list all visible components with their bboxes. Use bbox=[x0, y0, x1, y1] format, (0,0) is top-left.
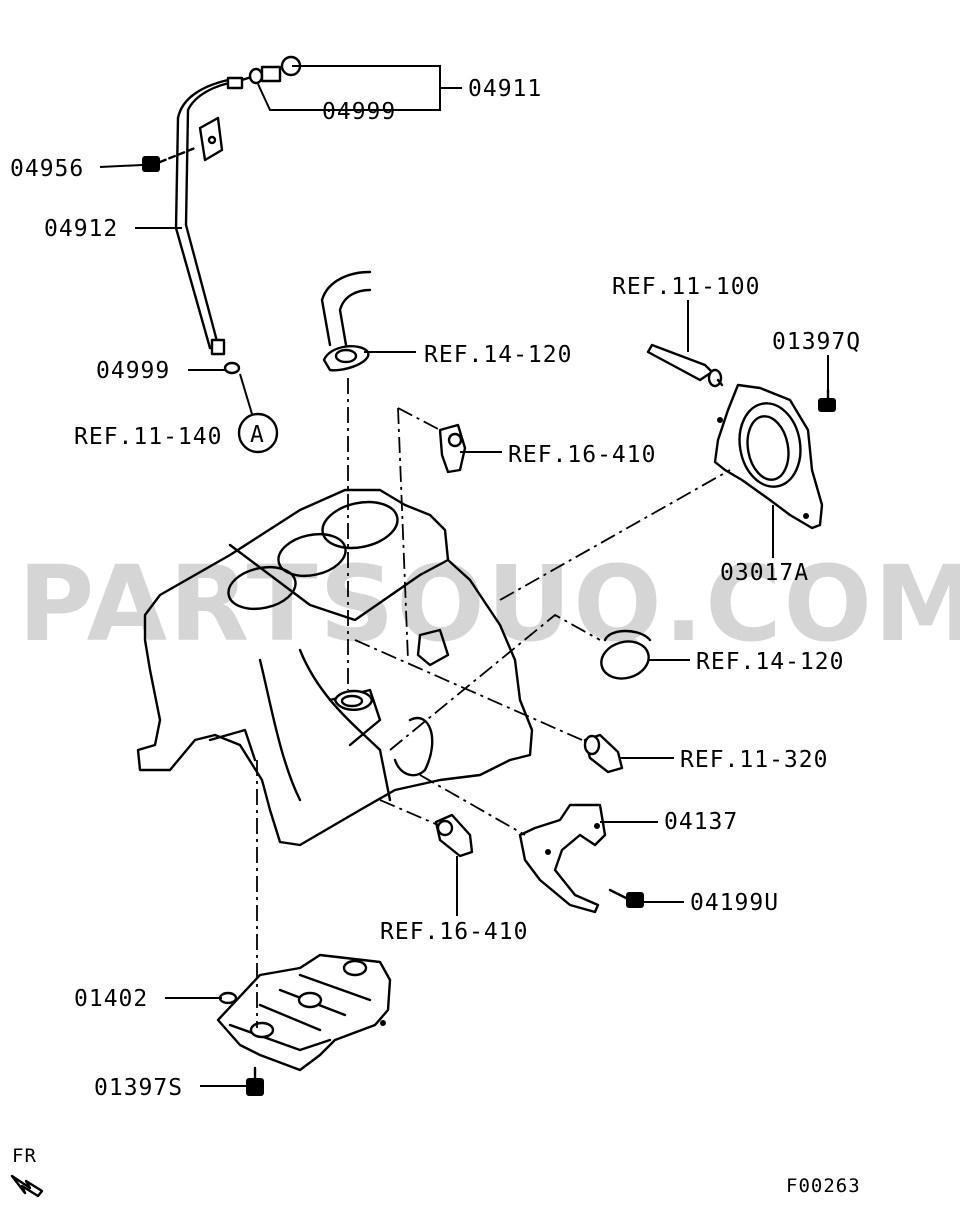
circle-a-label: A bbox=[250, 422, 265, 448]
bolt-04199u[interactable] bbox=[608, 888, 644, 908]
ladder-frame-stiffener[interactable] bbox=[216, 953, 392, 1072]
sealant-tube[interactable] bbox=[646, 343, 724, 388]
knock-sensor-top[interactable] bbox=[438, 423, 467, 474]
callout-ref-11-320[interactable]: REF.11-320 bbox=[680, 747, 828, 773]
direction-arrow-icon bbox=[10, 1174, 44, 1198]
assembly-lines bbox=[256, 378, 731, 1028]
callout-04912[interactable]: 04912 bbox=[44, 216, 118, 242]
o-ring-04999-bottom[interactable] bbox=[223, 361, 241, 375]
oil-baffle-bracket[interactable] bbox=[518, 803, 607, 914]
callout-ref-16-410-bottom[interactable]: REF.16-410 bbox=[380, 919, 528, 945]
callout-ref-14-120-mid[interactable]: REF.14-120 bbox=[696, 649, 844, 675]
callout-01402[interactable]: 01402 bbox=[74, 986, 148, 1012]
oil-level-gauge-tube[interactable] bbox=[174, 74, 257, 356]
watermark: PARTSOUQ.COM bbox=[18, 543, 960, 665]
diagram-code: F00263 bbox=[786, 1175, 861, 1197]
callout-04911[interactable]: 04911 bbox=[468, 76, 542, 102]
bolt-04956[interactable] bbox=[142, 146, 197, 172]
water-drain-plug[interactable] bbox=[597, 629, 653, 684]
direction-label: FR bbox=[12, 1145, 37, 1167]
callout-ref-11-100[interactable]: REF.11-100 bbox=[612, 274, 760, 300]
callout-ref-16-410-top[interactable]: REF.16-410 bbox=[508, 442, 656, 468]
callout-04999-bottom[interactable]: 04999 bbox=[96, 358, 170, 384]
oil-pressure-switch[interactable] bbox=[583, 733, 624, 774]
callout-ref-14-120-top[interactable]: REF.14-120 bbox=[424, 342, 572, 368]
callout-04956[interactable]: 04956 bbox=[10, 156, 84, 182]
cylinder-block bbox=[136, 488, 534, 847]
rear-oil-seal-case[interactable] bbox=[713, 383, 824, 530]
callout-ref-11-140[interactable]: REF.11-140 bbox=[74, 424, 222, 450]
callout-04199u[interactable]: 04199U bbox=[690, 890, 779, 916]
knock-sensor-bottom[interactable] bbox=[434, 813, 474, 858]
callout-01397q[interactable]: 01397Q bbox=[772, 329, 861, 355]
bolt-01397s[interactable] bbox=[246, 1066, 264, 1096]
circle-a-marker bbox=[237, 412, 279, 454]
callout-04137[interactable]: 04137 bbox=[664, 809, 738, 835]
water-inlet-pipe[interactable] bbox=[320, 270, 372, 372]
oil-level-gauge-handle[interactable] bbox=[226, 55, 302, 90]
callout-04999-top[interactable]: 04999 bbox=[322, 99, 396, 125]
bolt-01397q[interactable] bbox=[818, 388, 836, 412]
callout-03017a[interactable]: 03017A bbox=[720, 560, 809, 586]
callout-01397s[interactable]: 01397S bbox=[94, 1075, 183, 1101]
leader-lines bbox=[99, 65, 829, 1087]
